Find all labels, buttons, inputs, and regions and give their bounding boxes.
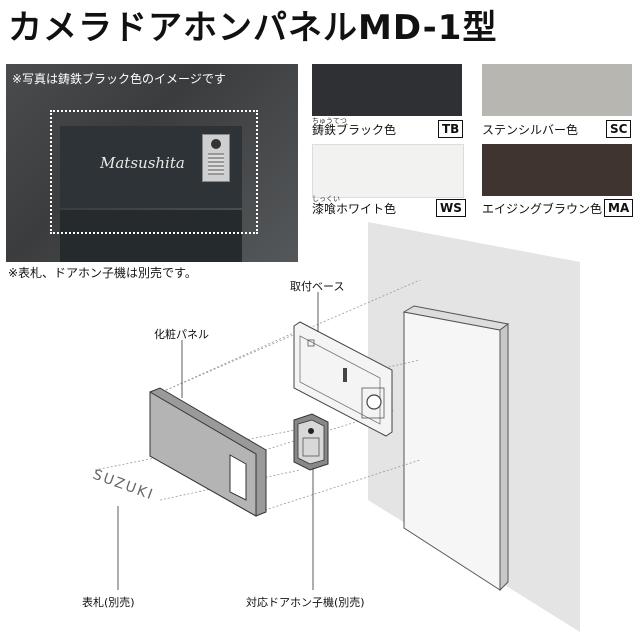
swatch-ruby-tb: ちゅうてつ [312, 117, 347, 125]
wall-box [403, 311, 501, 591]
mount-base-slot [343, 368, 347, 382]
swatch-code-ma: MA [604, 199, 634, 217]
product-photo: ※写真は鋳鉄ブラック色のイメージです Matsushita [6, 64, 298, 262]
label-decor-panel: 化粧パネル [154, 328, 209, 341]
leader-lines [117, 292, 319, 590]
screw-hole-icon [307, 339, 315, 347]
wall-box-side [499, 323, 509, 592]
label-mount-base: 取付ベース [290, 280, 345, 293]
photo-nameplate: Matsushita [100, 154, 185, 172]
photo-postbox [60, 210, 242, 262]
swatch-ruby-ws: しっくい [312, 195, 340, 203]
label-nameplate: 表札(別売) [82, 596, 135, 609]
swatch-tb [312, 64, 462, 116]
swatch-label-ws: 漆喰ホワイト色 [312, 202, 397, 216]
swatch-label-tb: 鋳鉄ブラック色 [312, 123, 397, 137]
swatch-code-ws: WS [436, 199, 466, 217]
speaker-grille-icon [208, 153, 224, 175]
intercom-speaker-icon [302, 437, 320, 457]
intercom-camera-icon [308, 428, 314, 434]
swatch-code-tb: TB [438, 120, 464, 138]
mount-base-hole-frame [361, 387, 385, 419]
mount-base-inner [299, 335, 381, 425]
swatch-code-sc: SC [606, 120, 632, 138]
swatch-label-sc: ステンシルバー色 [482, 123, 579, 137]
diagram-nameplate: SUZUKI [91, 467, 157, 504]
swatch-sc [482, 64, 632, 116]
swatch-label-ma: エイジングブラウン色 [482, 202, 603, 216]
page-title: カメラドアホンパネルMD-1型 [8, 8, 498, 48]
photo-intercom-icon [202, 134, 230, 182]
swatch-ma [482, 144, 632, 196]
swatch-ws [312, 144, 464, 198]
photo-note: ※写真は鋳鉄ブラック色のイメージです [12, 72, 226, 86]
camera-lens-icon [211, 139, 221, 149]
decor-panel-window [229, 454, 247, 501]
cable-hole-icon [366, 394, 382, 410]
label-intercom: 対応ドアホン子機(別売) [246, 596, 365, 609]
photo-caption: ※表札、ドアホン子機は別売です。 [8, 266, 197, 280]
photo-highlight-frame [50, 110, 258, 234]
